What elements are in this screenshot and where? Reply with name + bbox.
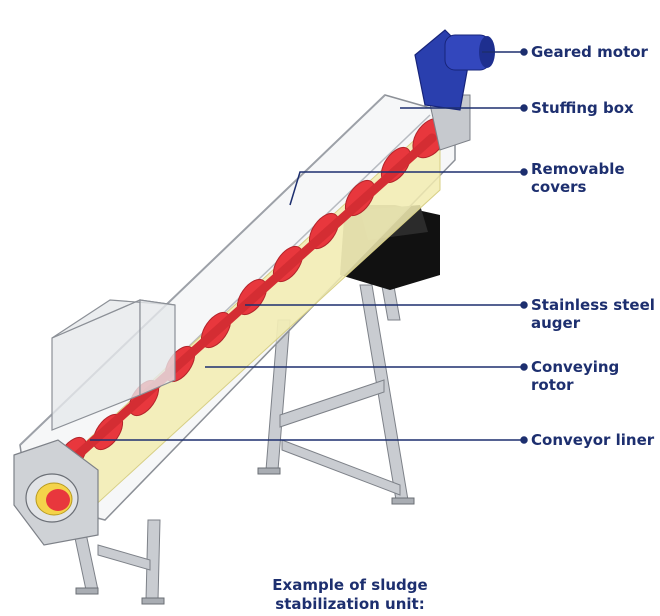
auger-shaft bbox=[65, 133, 437, 467]
label-auger-line1: Stainless steel bbox=[531, 296, 655, 314]
end-flange bbox=[13, 439, 99, 546]
label-auger-line2: auger bbox=[531, 314, 581, 332]
geared-motor bbox=[414, 29, 495, 111]
caption-line1: Example of sludge bbox=[272, 576, 428, 594]
caption: Example of sludge stabilization unit: bbox=[250, 576, 450, 614]
leader-lines bbox=[90, 48, 528, 444]
label-geared-motor: Geared motor bbox=[531, 43, 648, 61]
label-rotor-line1: Conveying bbox=[531, 358, 620, 376]
caption-line2: stabilization unit: bbox=[275, 595, 425, 613]
label-removable-covers-line1: Removable bbox=[531, 160, 625, 178]
feet bbox=[75, 467, 415, 605]
label-removable-covers-line2: covers bbox=[531, 178, 587, 196]
label-stuffing-box: Stuffing box bbox=[531, 99, 634, 117]
support-frame bbox=[67, 274, 409, 601]
label-rotor-line2: rotor bbox=[531, 376, 574, 394]
label-conveyor-liner: Conveyor liner bbox=[531, 431, 655, 449]
inlet-hopper bbox=[51, 299, 176, 431]
